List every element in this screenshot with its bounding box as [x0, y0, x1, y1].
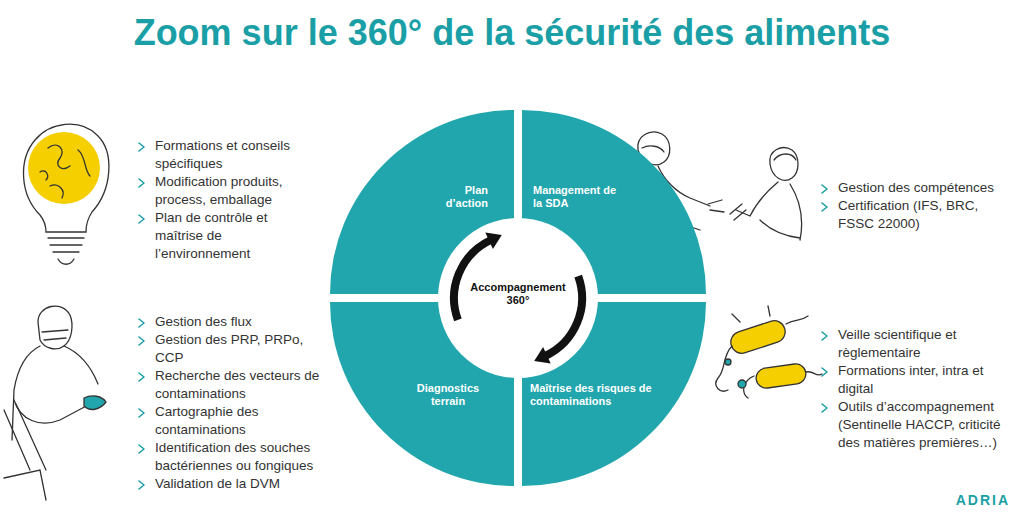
segment-label: Diagnostics terrain	[406, 382, 490, 408]
bullet-text: Modification produits, process, emballag…	[155, 173, 307, 209]
chevron-stroke	[139, 215, 144, 223]
bullet-item: Certification (IFS, BRC, FSSC 22000)	[820, 197, 1010, 233]
bullet-item: Gestion des flux	[137, 313, 332, 331]
bullet-text: Formations et conseils spécifiques	[155, 137, 307, 173]
chevron-icon	[820, 201, 830, 213]
chevron-icon	[137, 443, 147, 455]
chevron-icon	[137, 213, 147, 225]
bullet-item: Gestion des PRP, PRPo, CCP	[137, 331, 332, 367]
segment-label: Maîtrise des risques de contaminations	[530, 382, 652, 408]
center-circle: Accompagnement 360°	[438, 218, 598, 378]
bullet-item: Identification des souches bactériennes …	[137, 439, 332, 475]
chevron-icon	[137, 371, 147, 383]
brand-logo: ADRIA	[956, 492, 1010, 508]
bullet-text: Outils d’accompagnement (Sentinelle HACC…	[838, 398, 1015, 452]
arrow-head	[534, 347, 551, 363]
chevron-icon	[137, 177, 147, 189]
chevron-stroke	[139, 337, 144, 345]
chevron-icon	[137, 335, 147, 347]
bullet-text: Gestion des compétences	[838, 179, 1010, 197]
bullet-item: Formations et conseils spécifiques	[137, 137, 307, 173]
chevron-stroke	[139, 143, 144, 151]
chevron-stroke	[822, 332, 827, 340]
chevron-stroke	[139, 481, 144, 489]
chevron-stroke	[139, 409, 144, 417]
bullet-text: Identification des souches bactériennes …	[155, 439, 332, 475]
bullet-text: Formations inter, intra et digital	[838, 362, 1015, 398]
segment-label: Plan d’action	[436, 184, 488, 210]
bacteria-figure	[716, 306, 822, 398]
chevron-stroke	[139, 179, 144, 187]
chevron-stroke	[139, 373, 144, 381]
operator-figure	[4, 306, 106, 500]
bullet-text: Certification (IFS, BRC, FSSC 22000)	[838, 197, 1010, 233]
bullet-text: Plan de contrôle et maîtrise de l’enviro…	[155, 209, 307, 263]
chevron-stroke	[139, 445, 144, 453]
chevron-stroke	[822, 368, 827, 376]
bullet-text: Validation de la DVM	[155, 475, 332, 493]
chevron-stroke	[822, 404, 827, 412]
cycle-arc	[454, 240, 491, 320]
chevron-icon	[820, 366, 830, 378]
chevron-icon	[137, 317, 147, 329]
chevron-stroke	[139, 319, 144, 327]
chevron-icon	[820, 402, 830, 414]
chevron-stroke	[822, 203, 827, 211]
lightbulb-icon	[24, 124, 109, 264]
bullet-item: Modification produits, process, emballag…	[137, 173, 307, 209]
bullet-text: Gestion des flux	[155, 313, 332, 331]
bullet-text: Cartographie des contaminations	[155, 403, 332, 439]
bullet-item: Plan de contrôle et maîtrise de l’enviro…	[137, 209, 307, 263]
bullet-item: Recherche des vecteurs de contaminations	[137, 367, 332, 403]
bullet-text: Recherche des vecteurs de contaminations	[155, 367, 332, 403]
bullet-text: Veille scientifique et règlementaire	[838, 326, 1015, 362]
arrow-head	[485, 233, 502, 249]
chevron-icon	[137, 479, 147, 491]
segment-label: Management de la SDA	[533, 184, 625, 210]
chevron-icon	[137, 407, 147, 419]
chevron-icon	[137, 141, 147, 153]
diagram-title: Zoom sur le 360° de la sécurité des alim…	[0, 12, 1024, 54]
chevron-icon	[820, 330, 830, 342]
chevron-stroke	[822, 185, 827, 193]
bullet-item: Validation de la DVM	[137, 475, 332, 493]
bullet-item: Formations inter, intra et digital	[820, 362, 1015, 398]
bullet-item: Gestion des compétences	[820, 179, 1010, 197]
center-label: Accompagnement 360°	[466, 281, 570, 307]
bullet-item: Outils d’accompagnement (Sentinelle HACC…	[820, 398, 1015, 452]
bullet-text: Gestion des PRP, PRPo, CCP	[155, 331, 332, 367]
bullet-item: Cartographie des contaminations	[137, 403, 332, 439]
bullet-item: Veille scientifique et règlementaire	[820, 326, 1015, 362]
chevron-icon	[820, 183, 830, 195]
